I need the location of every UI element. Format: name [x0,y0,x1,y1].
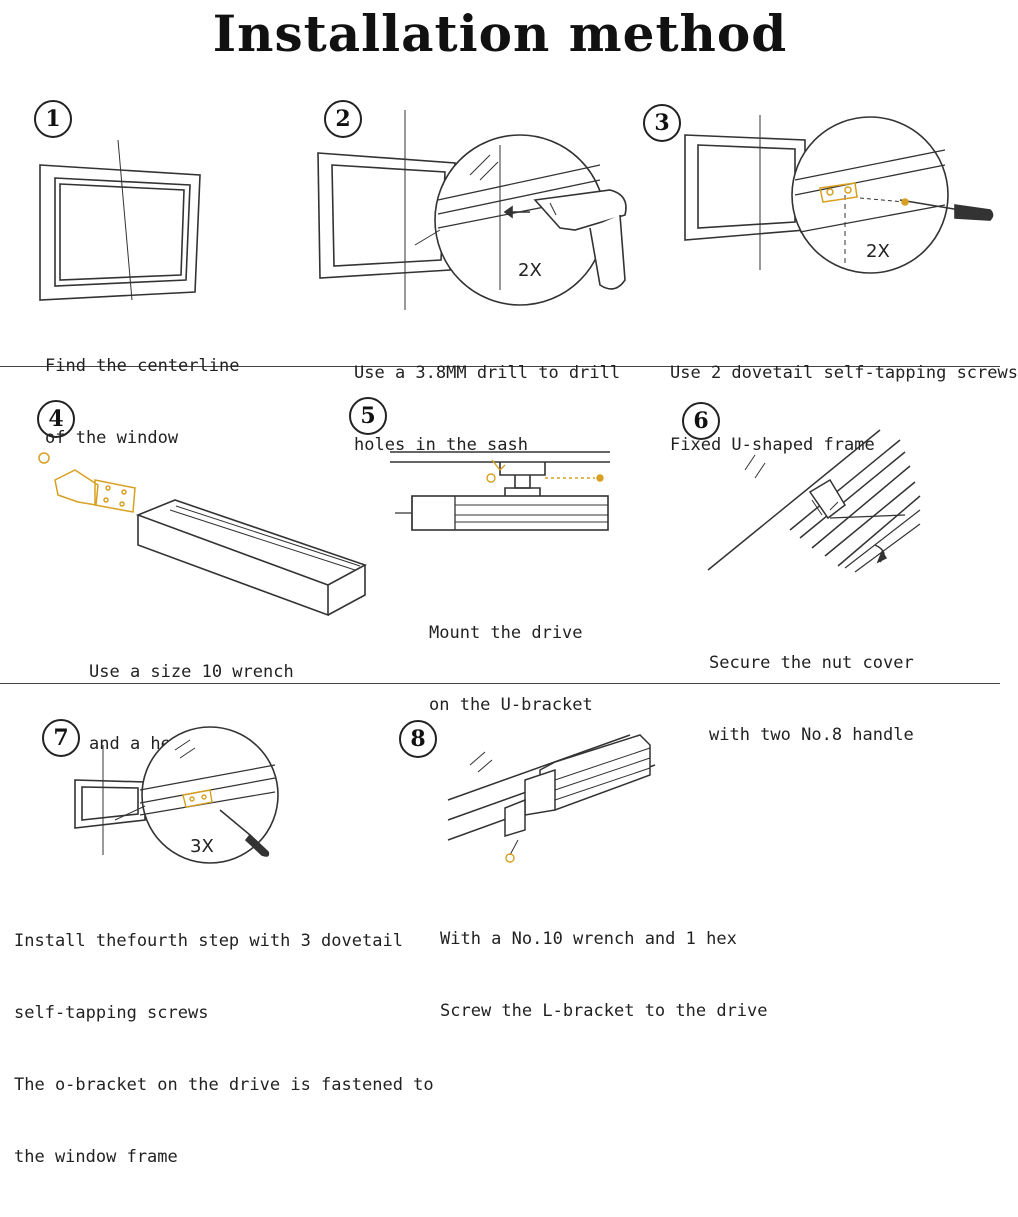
step-7-caption: Install thefourth step with 3 dovetail s… [14,931,434,1167]
step-7-count-mark: 3X [190,836,214,857]
step-number-4: 4 [37,400,75,438]
step-7-illustration: 3X [74,726,279,864]
row-divider-1 [0,366,1000,367]
step-number-8: 8 [399,720,437,758]
page-title: Installation method [212,4,788,63]
step-2-illustration: 2X [317,110,627,310]
step-3-count-mark: 2X [866,241,890,262]
row-divider-2 [0,683,1000,684]
step-3-caption: Use 2 dovetail self-tapping screws Fixed… [670,363,1018,455]
step-number-1: 1 [34,100,72,138]
step-5-caption: Mount the drive on the U-bracket [429,623,593,715]
step-8-caption: With a No.10 wrench and 1 hex Screw the … [440,929,768,1021]
step-3-illustration: 2X [684,115,994,274]
step-number-2: 2 [324,100,362,138]
step-2-count-mark: 2X [518,260,542,281]
step-number-3: 3 [643,104,681,142]
step-number-7: 7 [42,719,80,757]
step-2-caption: Use a 3.8MM drill to drill holes in the … [354,363,621,455]
step-number-6: 6 [682,402,720,440]
step-1-illustration [39,139,201,301]
step-8-illustration [447,734,656,863]
step-5-illustration [390,451,610,531]
step-4-illustration [38,452,367,617]
step-6-illustration [707,429,921,573]
step-4-caption: Use a size 10 wrench and a hex screw [89,662,294,754]
step-1-caption: Find the centerline of the window [45,356,240,448]
step-number-5: 5 [349,397,387,435]
step-6-caption: Secure the nut cover with two No.8 handl… [709,653,914,745]
